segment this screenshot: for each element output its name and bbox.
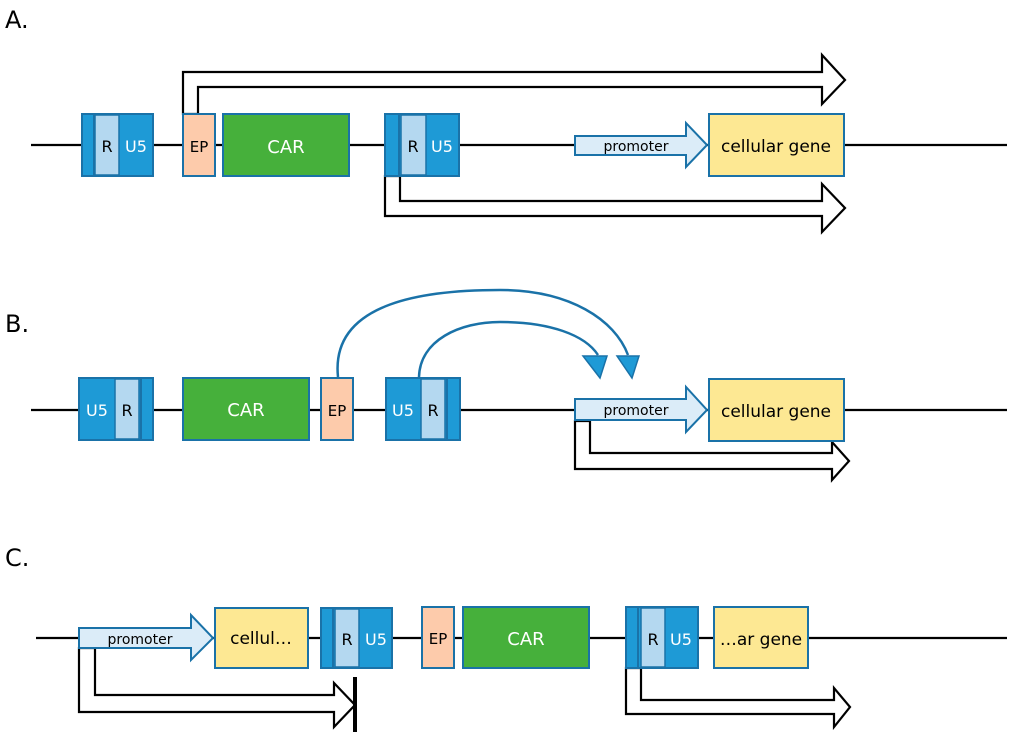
ltr-r-segment (400, 114, 427, 176)
ltr-r-label: R (341, 630, 352, 649)
car-box (462, 606, 590, 669)
ltr-3prime: R U5 (384, 113, 460, 177)
cellular-gene-label: cellular gene (721, 402, 831, 422)
ep-label: EP (190, 138, 209, 156)
car-label: CAR (507, 629, 544, 650)
promoter-arrow (574, 384, 709, 435)
cellular-gene-3prime-box (713, 606, 809, 669)
cellular-gene-5prime-label: cellul… (230, 629, 292, 649)
car-box (222, 113, 350, 177)
ltr-u3-segment (320, 607, 334, 669)
enhancer-arc-ltr (417, 320, 600, 378)
car-label: CAR (227, 400, 264, 421)
cellular-gene-3prime-label: …ar gene (720, 630, 802, 650)
ltr-r-label: R (121, 401, 132, 420)
panel-c: C. promoter cellul… R U5 EP CAR (5, 544, 1007, 732)
transcript-arrow-terminated (77, 646, 357, 730)
transcript-arrow-ltr3 (383, 174, 847, 235)
ltr-u5-label: U5 (86, 401, 108, 420)
ltr-r-segment (420, 378, 446, 440)
car-label: CAR (267, 137, 304, 158)
ep-label: EP (328, 402, 347, 420)
ltr-r-label: R (407, 137, 418, 156)
ltr-3prime: U5 R (385, 377, 461, 441)
panel-b-label: B. (5, 310, 29, 338)
ltr-r-label: R (647, 630, 658, 649)
promoter-label: promoter (604, 403, 669, 419)
ltr-r-label: R (427, 401, 438, 420)
ltr-u3-segment (81, 113, 95, 177)
ltr-r-segment (640, 607, 666, 668)
promoter-arrow (574, 120, 709, 170)
ltr-r-label: R (101, 137, 112, 156)
ltr-r-segment (334, 608, 360, 668)
ep-label: EP (429, 630, 448, 648)
enhancer-arrowhead-ep (615, 355, 641, 380)
ltr-5prime: U5 R (78, 377, 154, 441)
ltr-5prime: R U5 (81, 113, 154, 177)
ltr-u5-label: U5 (125, 137, 147, 156)
ltr-u5-label: U5 (670, 630, 692, 649)
transcript-arrow-ltr3 (624, 666, 852, 731)
ltr-r-segment (114, 378, 140, 440)
cellular-gene-5prime-box (214, 607, 309, 669)
panel-b: B. U5 R CAR EP U5 R (5, 288, 1007, 483)
cellular-gene-label: cellular gene (721, 137, 831, 157)
cellular-gene-box (708, 378, 845, 442)
panel-a: A. R U5 EP CAR R U5 promoter (5, 6, 1007, 235)
ltr-u3-segment (140, 377, 154, 441)
promoter-label: promoter (108, 632, 173, 648)
enhancer-arc-ep (336, 288, 630, 378)
cellular-gene-box (708, 113, 845, 177)
panel-c-label: C. (5, 544, 29, 572)
ltr-u5-label: U5 (392, 401, 414, 420)
ltr-3prime: R U5 (625, 606, 699, 669)
ltr-r-segment (94, 114, 120, 176)
promoter-label: promoter (604, 139, 669, 155)
enhancer-arrowhead-ltr (581, 355, 609, 380)
transcript-arrow-ep (181, 52, 847, 116)
transcript-arrow-promoter (573, 419, 851, 483)
ep-box (421, 606, 455, 669)
ltr-u3-segment (384, 113, 400, 177)
panel-a-label: A. (5, 6, 29, 34)
ltr-u3-segment (625, 606, 639, 669)
ltr-u5-label: U5 (365, 630, 387, 649)
ep-box (182, 113, 216, 177)
ltr-5prime: R U5 (320, 607, 393, 669)
ltr-u3-segment (446, 377, 461, 441)
promoter-arrow (78, 612, 215, 663)
car-box (182, 377, 310, 441)
ltr-u5-label: U5 (431, 137, 453, 156)
ep-box (320, 377, 354, 441)
